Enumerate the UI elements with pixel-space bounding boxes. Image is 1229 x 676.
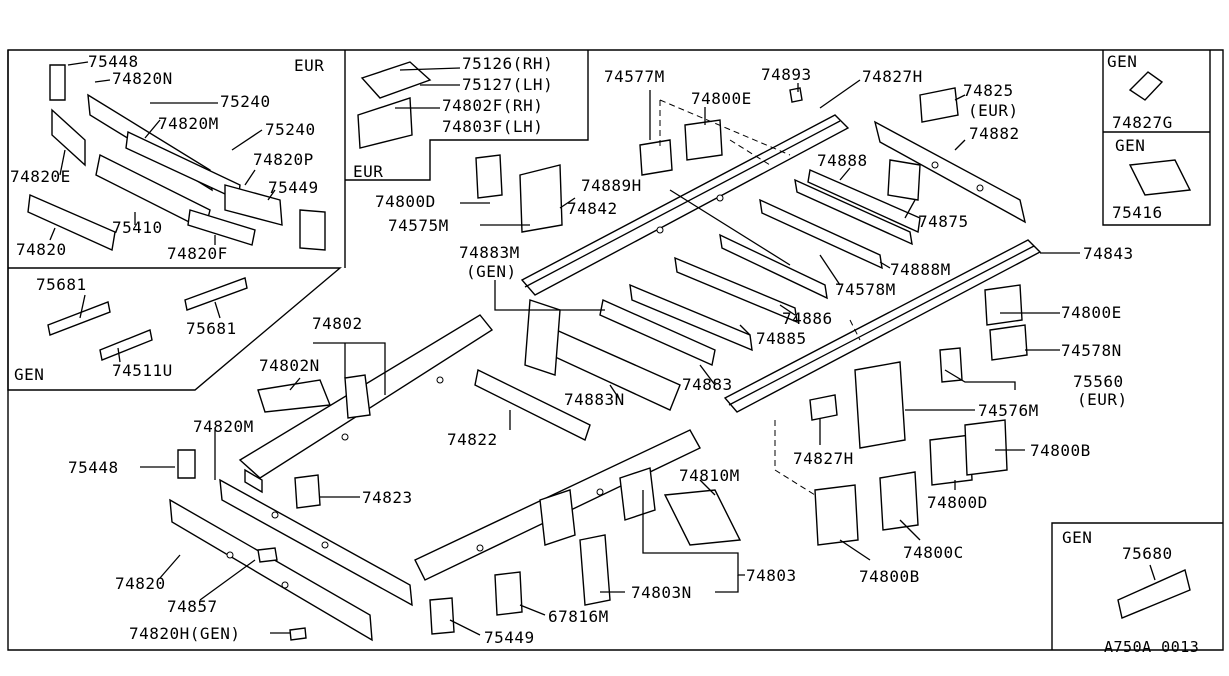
part-label: 74883N	[564, 390, 625, 409]
part-label: 74820	[16, 240, 67, 259]
part-label: 74857	[167, 597, 218, 616]
part-label: 74802F(RH)	[442, 96, 544, 115]
part-label: 74800E	[1061, 303, 1122, 322]
member-74882	[873, 120, 1027, 224]
part-label: 75240	[265, 120, 316, 139]
region-tag-eur: EUR	[294, 56, 325, 75]
part-label: 74803N	[631, 583, 692, 602]
part-label: 74800E	[691, 89, 752, 108]
side-member-74842	[520, 114, 850, 296]
eur-bracket-75126	[357, 61, 432, 149]
part-label: 74820H(GEN)	[129, 624, 241, 643]
part-label: 74885	[756, 329, 807, 348]
part-label: 74889H	[581, 176, 642, 195]
part-label: 74576M	[978, 401, 1039, 420]
part-label: (GEN)	[466, 262, 517, 281]
part-label: 75448	[68, 458, 119, 477]
part-label: 74883M	[459, 243, 520, 262]
bumper-74820	[169, 498, 373, 642]
part-label: 74575M	[388, 216, 449, 235]
part-label: 75127(LH)	[462, 75, 554, 94]
part-label: 75410	[112, 218, 163, 237]
part-label: 74882	[969, 124, 1020, 143]
part-label: 74820M	[158, 114, 219, 133]
part-label: 74800C	[903, 543, 964, 562]
region-tag-eur: EUR	[353, 162, 384, 181]
part-label: 74802N	[259, 356, 320, 375]
part-label: 74820E	[10, 167, 71, 186]
part-label: 74820P	[253, 150, 314, 169]
part-label: 74511U	[112, 361, 173, 380]
part-label: 74820M	[193, 417, 254, 436]
part-label: 74803F(LH)	[442, 117, 544, 136]
part-label: 67816M	[548, 607, 609, 626]
part-label: 75681	[186, 319, 237, 338]
part-label: (EUR)	[1077, 390, 1128, 409]
part-label: 74803	[746, 566, 797, 585]
leader-lines	[49, 61, 1156, 636]
part-label: 74820N	[112, 69, 173, 88]
part-label: 74886	[782, 309, 833, 328]
region-tag-gen: GEN	[14, 365, 45, 384]
diagram-id: A750A 0013	[1104, 638, 1200, 656]
part-label: 74802	[312, 314, 363, 333]
part-label: 75449	[484, 628, 535, 647]
part-label: 74827H	[862, 67, 923, 86]
side-member-74843	[723, 239, 1042, 413]
region-tag-gen: GEN	[1062, 528, 1093, 547]
part-label: 75448	[88, 52, 139, 71]
part-label: 74820	[115, 574, 166, 593]
part-label: 74800B	[1030, 441, 1091, 460]
frame-lines	[7, 49, 1224, 651]
region-tag-gen: GEN	[1115, 136, 1146, 155]
bracket-74802N	[257, 374, 371, 419]
part-label: 75416	[1112, 203, 1163, 222]
part-label: 74577M	[604, 67, 665, 86]
part-label: 75449	[268, 178, 319, 197]
part-label: 75681	[36, 275, 87, 294]
part-label: 74800D	[375, 192, 436, 211]
part-label: 74843	[1083, 244, 1134, 263]
part-label: 74888M	[890, 260, 951, 279]
part-label: 74842	[567, 199, 618, 218]
part-label: 74825	[963, 81, 1014, 100]
part-label: 74827H	[793, 449, 854, 468]
part-label: 74822	[447, 430, 498, 449]
part-label: 74578N	[1061, 341, 1122, 360]
part-label: 74820F	[167, 244, 228, 263]
part-label: 74893	[761, 65, 812, 84]
part-label: 75560	[1073, 372, 1124, 391]
part-label: (EUR)	[968, 101, 1019, 120]
part-label: 75680	[1122, 544, 1173, 563]
part-label: 75240	[220, 92, 271, 111]
part-label: 74888	[817, 151, 868, 170]
misc-brackets	[177, 87, 1028, 641]
part-label: 74875	[918, 212, 969, 231]
eur-inset-parts	[27, 64, 326, 252]
region-tag-gen: GEN	[1107, 52, 1138, 71]
bumper-74820M	[219, 478, 413, 607]
part-label: 74827G	[1112, 113, 1173, 132]
part-label: 74823	[362, 488, 413, 507]
gen-inset-parts	[47, 277, 248, 361]
part-label: 74883	[682, 375, 733, 394]
cross-members	[474, 168, 921, 441]
part-label: 74800B	[859, 567, 920, 586]
part-label: 75126(RH)	[462, 54, 554, 73]
part-label: 74810M	[679, 466, 740, 485]
gen-right-parts	[1117, 71, 1192, 619]
part-label: 74800D	[927, 493, 988, 512]
dashed-lines	[659, 99, 861, 496]
front-member-74803	[414, 429, 701, 581]
part-label: 74578M	[835, 280, 896, 299]
